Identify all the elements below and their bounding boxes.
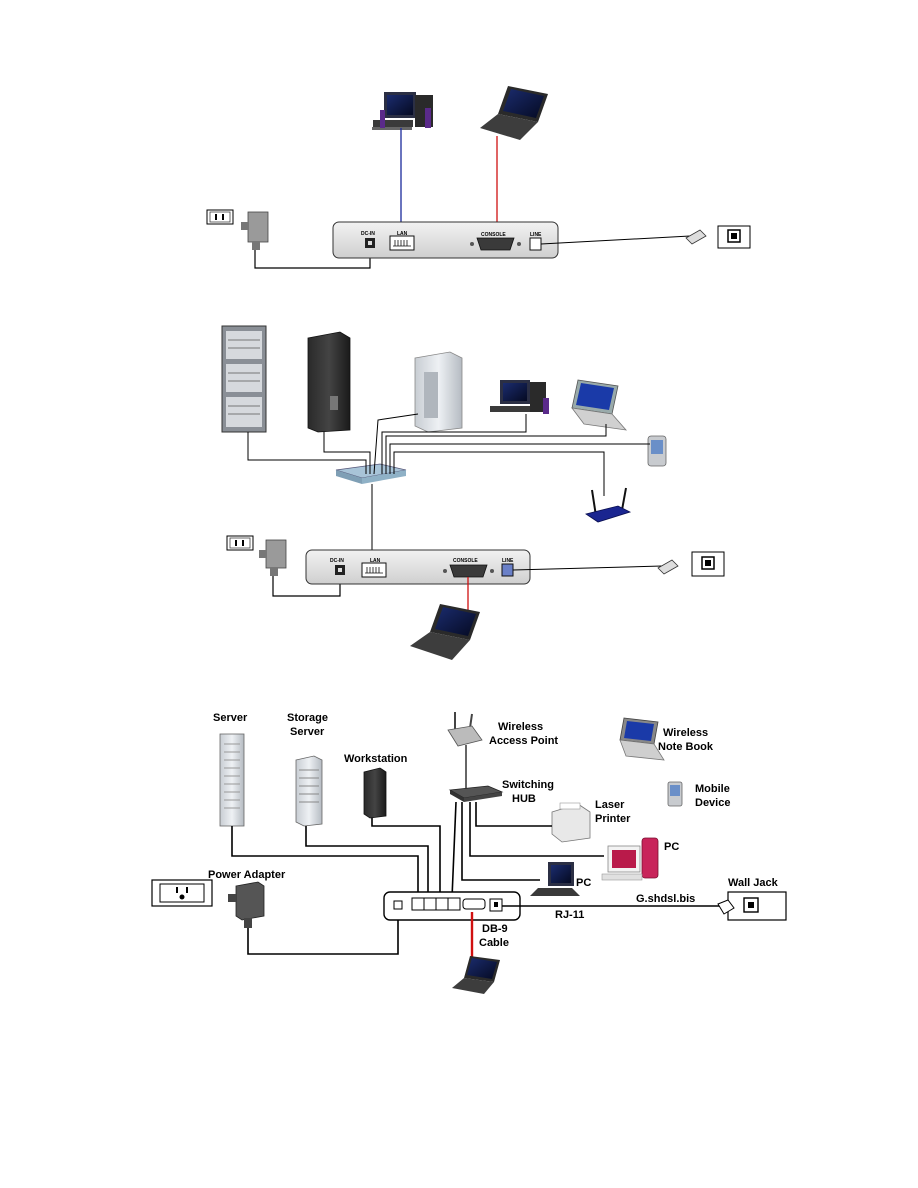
- workstation-label: Workstation: [344, 753, 408, 765]
- lan-label: LAN: [397, 231, 408, 237]
- switching-hub-icon: [448, 785, 504, 802]
- lan-label: LAN: [370, 558, 381, 564]
- desktop-pc-icon: [372, 92, 433, 130]
- device-rear-panel: DC-IN LAN CONSOLE LINE: [332, 221, 559, 259]
- console-label: CONSOLE: [481, 232, 506, 238]
- power-adapter-icon: [259, 539, 287, 576]
- diagram-1: DC-IN LAN CONSOLE LINE: [206, 86, 751, 269]
- rj11-label: RJ-11: [555, 909, 584, 921]
- wireless-notebook-label-2: Note Book: [658, 741, 714, 753]
- mobile-device-label-2: Device: [695, 797, 730, 809]
- console-label: CONSOLE: [453, 558, 478, 564]
- pc-bottom-label: PC: [576, 877, 591, 889]
- wireless-ap-label-1: Wireless: [498, 721, 543, 733]
- wall-jack-icon: [717, 891, 787, 921]
- wireless-notebook-label-1: Wireless: [663, 727, 708, 739]
- power-adapter-icon: [241, 211, 269, 250]
- diagram-2: DC-IN LAN CONSOLE LINE: [221, 325, 725, 660]
- laptop-icon: [480, 86, 548, 140]
- tower-server-icon: [307, 331, 351, 433]
- line-cable: [540, 235, 691, 245]
- workstation-icon: [363, 767, 387, 819]
- power-outlet-icon: [206, 209, 234, 225]
- wireless-ap-label-2: Access Point: [489, 735, 558, 747]
- dc-in-label: DC-IN: [330, 558, 344, 564]
- gshdsl-label: G.shdsl.bis: [636, 893, 695, 905]
- power-cable: [247, 914, 399, 955]
- wall-jack-label: Wall Jack: [728, 877, 779, 889]
- line-cable: [512, 565, 663, 571]
- rj11-plug-icon: [685, 229, 707, 245]
- storage-server-label-1: Storage: [287, 712, 328, 724]
- dc-in-label: DC-IN: [361, 231, 375, 237]
- lan-cables: [247, 413, 650, 552]
- wall-jack-icon: [691, 551, 725, 577]
- wall-jack-icon: [717, 225, 751, 249]
- diagram-3: Server Storage Server Workstation Wirele…: [151, 712, 787, 994]
- power-adapter-icon: [228, 881, 265, 928]
- laptop-icon: [410, 604, 480, 660]
- rack-server-icon: [221, 325, 267, 433]
- laser-printer-icon: [551, 802, 591, 843]
- line-label: LINE: [502, 558, 514, 564]
- server-icon: [219, 733, 245, 827]
- power-outlet-icon: [151, 879, 213, 907]
- line-label: LINE: [530, 232, 542, 238]
- laser-printer-label-2: Printer: [595, 813, 631, 825]
- power-adapter-label: Power Adapter: [208, 869, 286, 881]
- rj11-plug-icon: [657, 559, 679, 575]
- device-rear-panel: DC-IN LAN CONSOLE LINE: [305, 549, 531, 585]
- server-label: Server: [213, 712, 248, 724]
- switching-hub-label-2: HUB: [512, 793, 536, 805]
- laser-printer-label-1: Laser: [595, 799, 625, 811]
- laptop-icon: [452, 956, 500, 994]
- mobile-device-icon: [667, 781, 683, 807]
- power-outlet-icon: [226, 535, 254, 551]
- pc-icon: [530, 862, 580, 896]
- pc-right-label: PC: [664, 841, 679, 853]
- desktop-pc-icon: [490, 380, 549, 414]
- db9-label-2: Cable: [479, 937, 509, 949]
- laptop-icon: [571, 379, 628, 431]
- storage-server-icon: [295, 755, 323, 827]
- lan-cables: [231, 801, 604, 899]
- db9-label-1: DB-9: [482, 923, 508, 935]
- storage-tower-icon: [414, 351, 463, 433]
- wireless-notebook-icon: [619, 717, 665, 761]
- mobile-device-label-1: Mobile: [695, 783, 730, 795]
- wireless-router-icon: [585, 487, 632, 523]
- pda-icon: [647, 435, 667, 467]
- wireless-access-point-icon: [447, 712, 483, 747]
- pc-icon: [601, 837, 659, 881]
- switching-hub-label-1: Switching: [502, 779, 554, 791]
- storage-server-label-2: Server: [290, 726, 325, 738]
- device-rear-panel: [383, 891, 521, 921]
- switch-icon: [335, 463, 407, 484]
